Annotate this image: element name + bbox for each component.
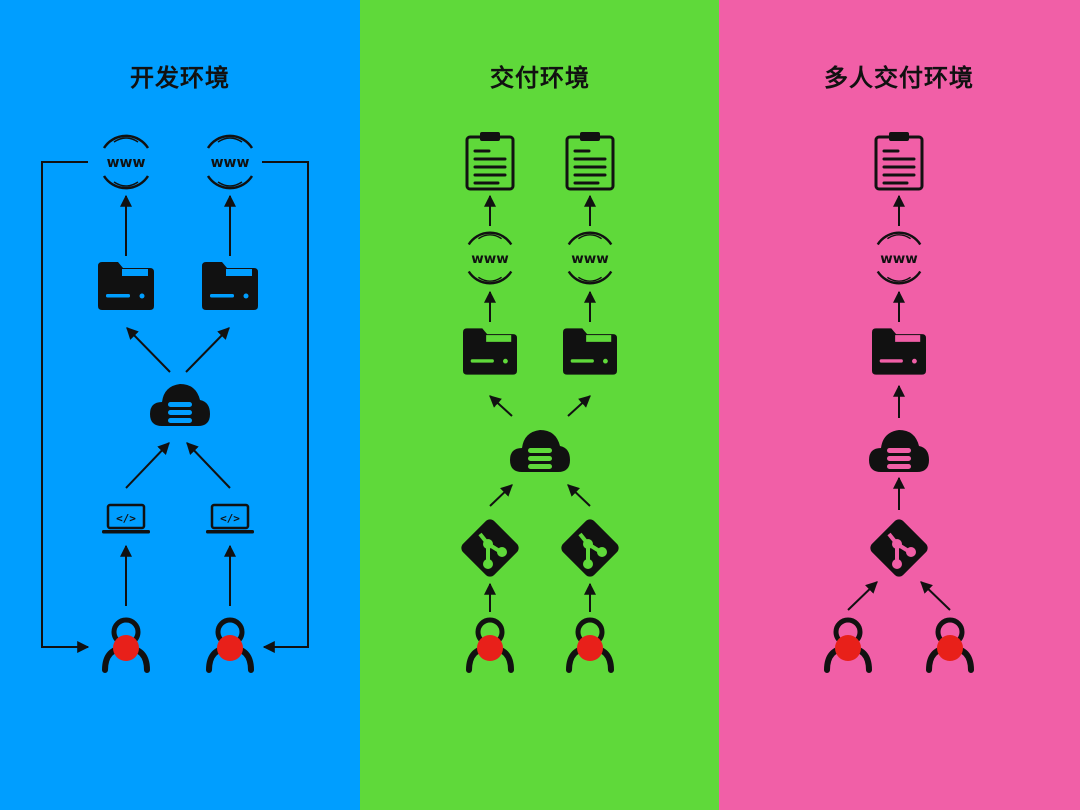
arrow-icon: [125, 442, 170, 489]
folder-icon: [563, 328, 617, 375]
loop-arrow-right: [262, 161, 309, 653]
deliver-arrows: [484, 194, 596, 612]
folder-icon: [98, 262, 154, 310]
arrow-icon: [489, 484, 513, 507]
arrow-icon: [186, 442, 231, 489]
arrow-icon: [920, 581, 951, 611]
multi-diagram: [827, 131, 971, 670]
folder-icon: [463, 328, 517, 375]
arrow-icon: [489, 395, 513, 417]
arrow-icon: [185, 327, 230, 373]
folder-icon: [872, 328, 926, 375]
deliver-title-overlay: 交付环境: [490, 64, 590, 92]
deliver-diagram: [456, 131, 624, 670]
arrow-icon: [567, 395, 591, 417]
dev-arrows: [41, 161, 309, 653]
multi-arrows: [847, 194, 951, 611]
dev-diagram: [41, 134, 309, 670]
deliver-background: [360, 0, 719, 810]
dev-title-overlay: 开发环境: [130, 64, 230, 92]
folder-icon: [202, 262, 258, 310]
multi-title-overlay: 多人交付环境: [824, 64, 974, 92]
arrow-icon: [567, 484, 591, 507]
arrow-icon: [126, 327, 171, 373]
arrow-icon: [847, 581, 878, 611]
loop-arrow-left: [41, 161, 90, 653]
